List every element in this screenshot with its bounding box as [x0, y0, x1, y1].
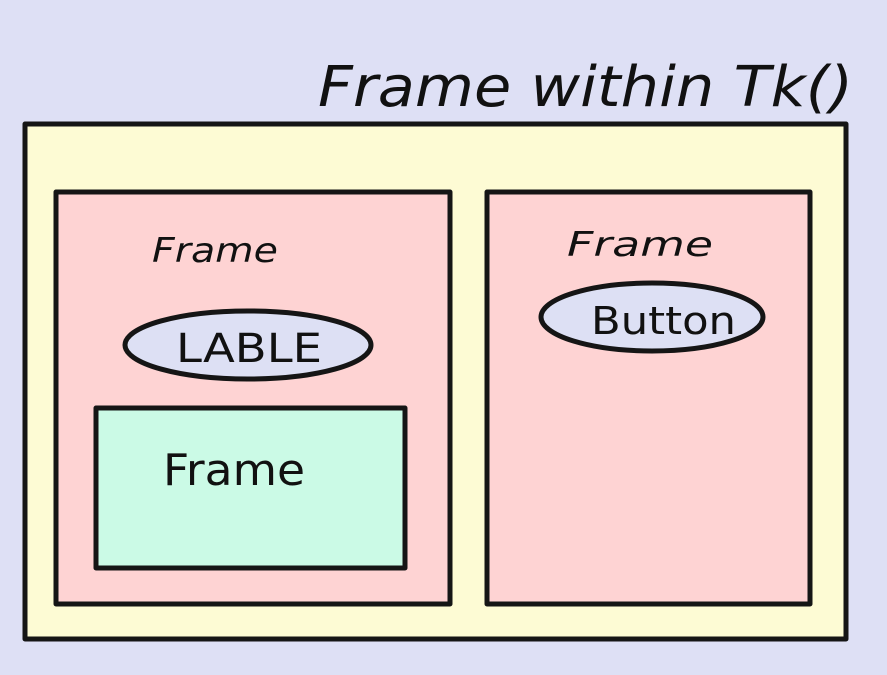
button-widget[interactable]: Button: [538, 280, 766, 354]
left-frame-label: Frame: [152, 231, 278, 271]
label-widget: LABLE: [122, 308, 374, 382]
right-frame-label: Frame: [567, 225, 713, 265]
button-widget-shape[interactable]: [538, 280, 766, 354]
nested-frame: Frame: [93, 405, 408, 571]
right-frame: Frame Button: [484, 189, 813, 607]
right-frame-box: [484, 189, 813, 607]
label-widget-shape: [122, 308, 374, 382]
diagram-title: Frame within Tk(): [318, 55, 853, 120]
nested-frame-box: [93, 405, 408, 571]
nested-frame-label: Frame: [163, 445, 305, 496]
label-widget-text: LABLE: [176, 326, 322, 372]
button-widget-text[interactable]: Button: [591, 299, 736, 343]
left-frame: Frame LABLE Frame: [53, 189, 453, 607]
